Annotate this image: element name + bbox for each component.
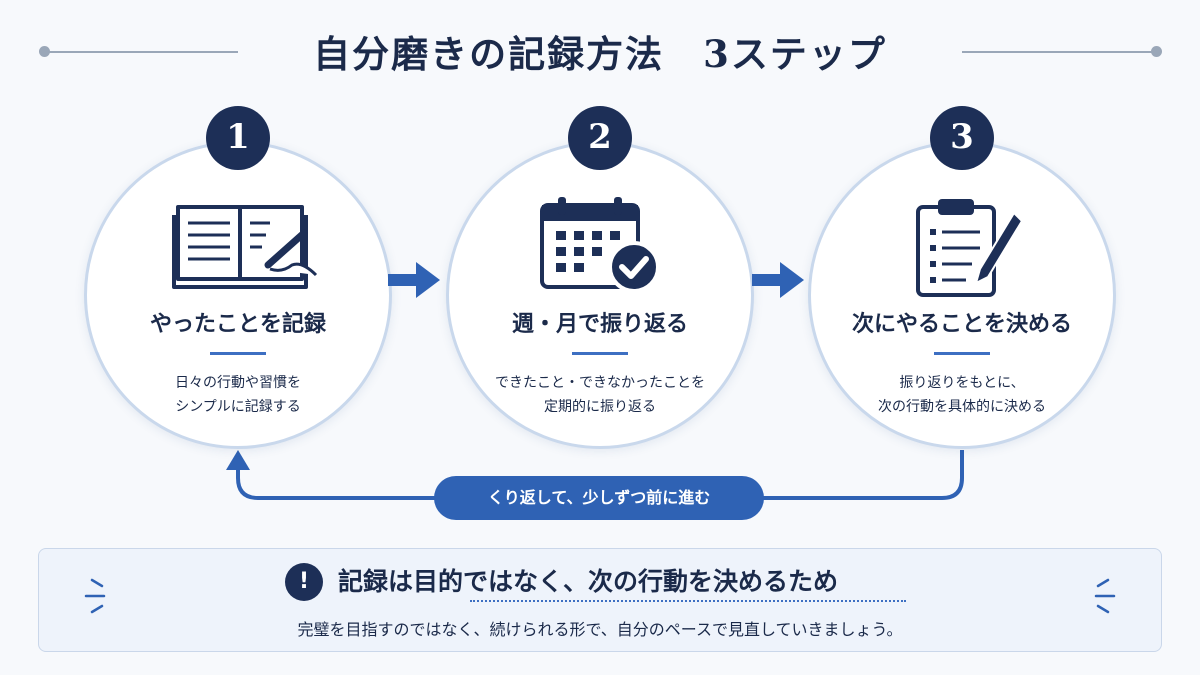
step-2-description: できたこと・できなかったことを 定期的に振り返る — [446, 371, 754, 419]
step-1-desc-line-1: 日々の行動や習慣を — [175, 375, 301, 391]
note-subtext: 完璧を目指すのではなく、続けられる形で、自分のペースで見直していきましょう。 — [297, 620, 903, 639]
step-3-desc-line-1: 振り返りをもとに、 — [899, 375, 1025, 391]
step-3-title: 次にやることを決める — [851, 312, 1072, 337]
note-heading: 記録は目的ではなく、次の行動を決めるため — [338, 567, 839, 596]
step-3-description: 振り返りをもとに、 次の行動を具体的に決める — [808, 371, 1116, 419]
title-ornament-dot-right — [1151, 46, 1162, 57]
step-3-number-badge: 3 — [930, 106, 994, 170]
step-1-desc-line-2: シンプルに記録する — [175, 399, 301, 415]
sparkle-lines-icon — [1094, 578, 1116, 614]
step-1-circle — [84, 141, 392, 449]
title-ornament-line-right — [962, 51, 1156, 53]
note-heading-dotted-underline — [470, 600, 906, 602]
arrow-right-icon — [388, 262, 440, 298]
step-2-desc-line-2: 定期的に振り返る — [544, 399, 656, 415]
step-2-desc-line-1: できたこと・できなかったことを — [495, 375, 705, 391]
notebook-pen-icon — [172, 205, 318, 289]
sparkle-lines-icon — [84, 578, 106, 614]
step-1-underline — [210, 352, 266, 355]
loop-label: くり返して、少しずつ前に進む — [434, 476, 764, 520]
page-title: 自分磨きの記録方法 3ステップ — [313, 32, 887, 76]
step-1-title: やったことを記録 — [149, 312, 326, 337]
step-3-desc-line-2: 次の行動を具体的に決める — [878, 399, 1046, 415]
exclamation-icon: ! — [285, 563, 323, 601]
step-2-underline — [572, 352, 628, 355]
step-2-circle — [446, 141, 754, 449]
step-2-number-badge: 2 — [568, 106, 632, 170]
step-2-title: 週・月で振り返る — [511, 312, 688, 337]
step-3-underline — [934, 352, 990, 355]
step-1-description: 日々の行動や習慣を シンプルに記録する — [84, 371, 392, 419]
arrow-right-icon — [752, 262, 804, 298]
title-ornament-line-left — [44, 51, 238, 53]
clipboard-pen-icon — [916, 199, 1024, 297]
calendar-check-icon — [540, 197, 660, 293]
step-1-number-badge: 1 — [206, 106, 270, 170]
